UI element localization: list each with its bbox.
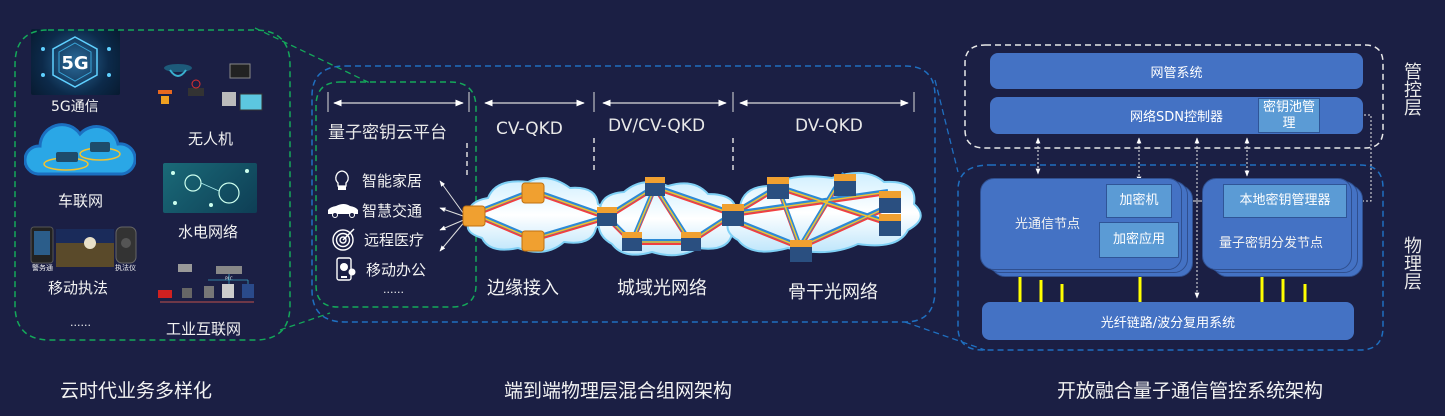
service-mobile-office: 移动办公 [334, 257, 427, 281]
sublabel-body-camera: 执法仪 [115, 264, 136, 272]
network-label-backbone: 骨干光网络 [788, 282, 878, 303]
mobile-payment-icon [334, 257, 358, 281]
physical-layer-label: 物理层 [1401, 236, 1422, 290]
svg-text:5G: 5G [61, 53, 88, 74]
service-label: 远程医疗 [364, 230, 425, 249]
service-label: 移动办公 [366, 260, 427, 279]
network-node-icons [462, 174, 901, 262]
left-panel-title: 云时代业务多样化 [60, 380, 213, 402]
zoom-line-bottom [279, 312, 331, 331]
segment-label-dv-qkd: DV-QKD [795, 116, 863, 136]
item-label-law-enforcement: 移动执法 [48, 279, 109, 297]
mobile-law-enforcement-icon [30, 225, 138, 275]
zoom-line-top [254, 27, 371, 84]
item-label-drone: 无人机 [188, 130, 234, 148]
qkd-node-label: 量子密钥分发节点 [1219, 236, 1324, 251]
management-layer-border [964, 44, 1384, 149]
network-label-metro: 城域光网络 [617, 278, 707, 299]
encryptor: 加密机 [1106, 184, 1172, 218]
item-label-more: ...... [70, 316, 91, 329]
lightbulb-icon [330, 169, 354, 191]
optical-node-label: 光通信节点 [1015, 217, 1081, 232]
left-panel-border [14, 29, 291, 341]
blue-zoom-line-top [934, 79, 959, 173]
encrypted-application: 加密应用 [1099, 222, 1179, 258]
service-label: 智能家居 [362, 171, 423, 190]
segment-label-dv-cv-qkd: DV/CV-QKD [608, 116, 706, 136]
target-icon [332, 228, 356, 251]
right-panel-title: 开放融合量子通信管控系统架构 [1057, 380, 1324, 402]
middle-panel-title: 端到端物理层混合组网架构 [504, 380, 733, 402]
cloud-platform-border [315, 81, 477, 308]
sublabel-police-terminal: 警务通 [32, 264, 53, 272]
item-label-utility: 水电网络 [178, 223, 239, 241]
cloud-platform-title: 量子密钥云平台 [328, 123, 447, 143]
service-smart-traffic: 智慧交通 [326, 199, 422, 221]
segment-label-cv-qkd: CV-QKD [496, 119, 563, 139]
local-key-manager: 本地密钥管理器 [1223, 184, 1347, 218]
blue-zoom-line-bottom [904, 321, 986, 351]
fiber-link-wdm-system: 光纤链路/波分复用系统 [982, 302, 1354, 340]
5g-icon: 5G [31, 29, 120, 95]
drone-icon [150, 60, 270, 120]
car-icon [326, 199, 360, 221]
item-label-5g: 5G通信 [51, 99, 99, 115]
sdn-controller-label: 网络SDN控制器 [1130, 110, 1223, 125]
services-more: ...... [383, 283, 404, 296]
management-layer-label: 管控层 [1401, 62, 1422, 116]
key-pool-management: 密钥池管理 [1258, 98, 1320, 133]
service-telemedicine: 远程医疗 [332, 228, 425, 251]
item-label-industrial: 工业互联网 [166, 320, 242, 338]
network-label-edge-access: 边缘接入 [487, 278, 559, 299]
service-smart-home: 智能家居 [330, 169, 422, 191]
physical-layer-border [957, 164, 1384, 351]
industrial-internet-icon: PLC [156, 262, 260, 308]
service-label: 智慧交通 [362, 201, 423, 220]
item-label-connected-car: 车联网 [58, 192, 104, 210]
connected-car-cloud-icon [23, 118, 137, 182]
network-management-system: 网管系统 [990, 53, 1363, 89]
utility-network-icon [163, 163, 257, 213]
